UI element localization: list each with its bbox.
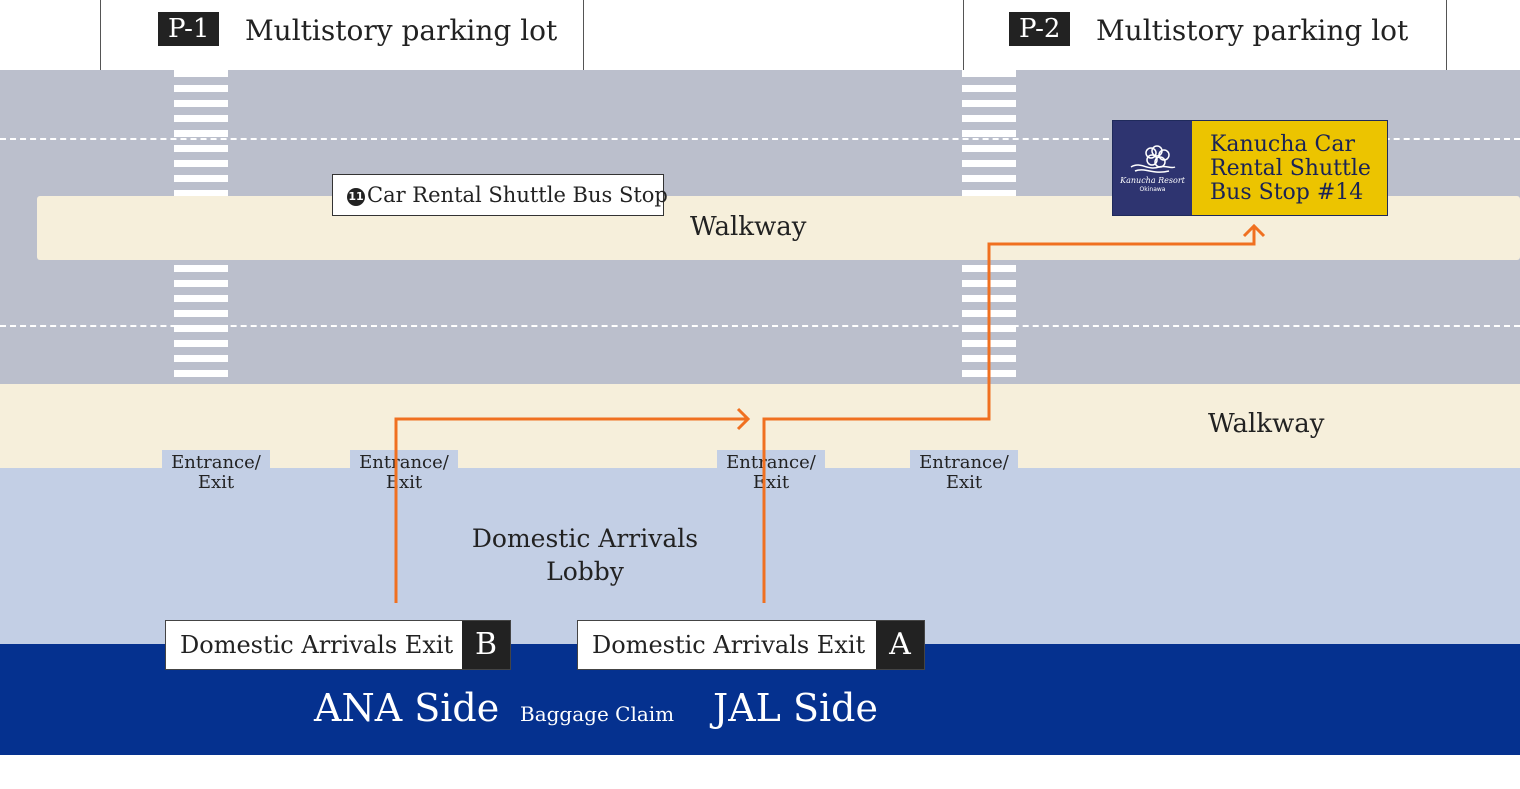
parking-badge-p1: P-1 bbox=[158, 12, 220, 46]
exit-b-letter: B bbox=[462, 621, 510, 669]
lobby-label-line1: Domestic Arrivals bbox=[471, 524, 699, 553]
parking-label-p2: Multistory parking lot bbox=[1096, 14, 1409, 47]
entrance-line2: Exit bbox=[945, 472, 983, 493]
baggage-claim-label: Baggage Claim bbox=[520, 702, 675, 726]
domestic-arrivals-exit-b: Domestic Arrivals Exit B bbox=[165, 620, 511, 670]
parking-badge-p2: P-2 bbox=[1009, 12, 1071, 46]
entrance-line1: Entrance/ bbox=[171, 452, 261, 473]
route-arrowhead-up bbox=[1242, 223, 1266, 238]
entrance-line2: Exit bbox=[197, 472, 235, 493]
kanucha-stop-line2: Rental Shuttle bbox=[1210, 156, 1371, 181]
walkway-terminal-label: Walkway bbox=[1208, 409, 1325, 439]
lobby-label-line2: Lobby bbox=[546, 557, 624, 586]
lobby-label: Domestic Arrivals Lobby bbox=[450, 522, 720, 588]
parking-lot-p2: P-2 Multistory parking lot bbox=[963, 0, 1447, 70]
kanucha-shuttle-stop-sign: Kanucha Resort Okinawa Kanucha Car Renta… bbox=[1112, 120, 1388, 216]
parking-label-p1: Multistory parking lot bbox=[245, 14, 558, 47]
car-rental-shuttle-stop-label: Car Rental Shuttle Bus Stop bbox=[367, 183, 668, 207]
domestic-arrivals-exit-a: Domestic Arrivals Exit A bbox=[577, 620, 925, 670]
kanucha-logo: Kanucha Resort Okinawa bbox=[1113, 121, 1192, 215]
entrance-line1: Entrance/ bbox=[359, 452, 449, 473]
jal-side-label: JAL Side bbox=[713, 686, 878, 730]
exit-a-label: Domestic Arrivals Exit bbox=[592, 631, 866, 659]
ana-side-label: ANA Side bbox=[314, 686, 500, 730]
route-arrowhead-right bbox=[736, 407, 751, 431]
stop-number-badge: 11 bbox=[347, 188, 365, 206]
route-from-exit-a bbox=[762, 226, 1256, 603]
parking-lot-p1: P-1 Multistory parking lot bbox=[100, 0, 584, 70]
entrance-line2: Exit bbox=[752, 472, 790, 493]
lane-line-upper bbox=[0, 138, 1520, 140]
kanucha-stop-line3: Bus Stop #14 bbox=[1210, 180, 1364, 205]
entrance-line1: Entrance/ bbox=[919, 452, 1009, 473]
entrance-exit-1: Entrance/ Exit bbox=[162, 450, 270, 494]
walkway-median-label: Walkway bbox=[690, 212, 807, 242]
domestic-arrivals-lobby bbox=[0, 468, 1520, 644]
lane-line-lower bbox=[0, 325, 1520, 327]
entrance-exit-4: Entrance/ Exit bbox=[910, 450, 1018, 494]
kanucha-logo-text: Kanucha Resort bbox=[1120, 176, 1185, 185]
route-from-exit-b bbox=[394, 417, 748, 603]
exit-a-letter: A bbox=[876, 621, 924, 669]
entrance-line1: Entrance/ bbox=[726, 452, 816, 473]
kanucha-stop-line1: Kanucha Car bbox=[1210, 132, 1355, 157]
kanucha-logo-subtext: Okinawa bbox=[1139, 186, 1166, 193]
entrance-exit-3: Entrance/ Exit bbox=[717, 450, 825, 494]
kanucha-stop-label: Kanucha Car Rental Shuttle Bus Stop #14 bbox=[1192, 121, 1387, 215]
exit-b-label: Domestic Arrivals Exit bbox=[180, 631, 454, 659]
flower-logo-icon bbox=[1130, 145, 1176, 173]
entrance-exit-2: Entrance/ Exit bbox=[350, 450, 458, 494]
